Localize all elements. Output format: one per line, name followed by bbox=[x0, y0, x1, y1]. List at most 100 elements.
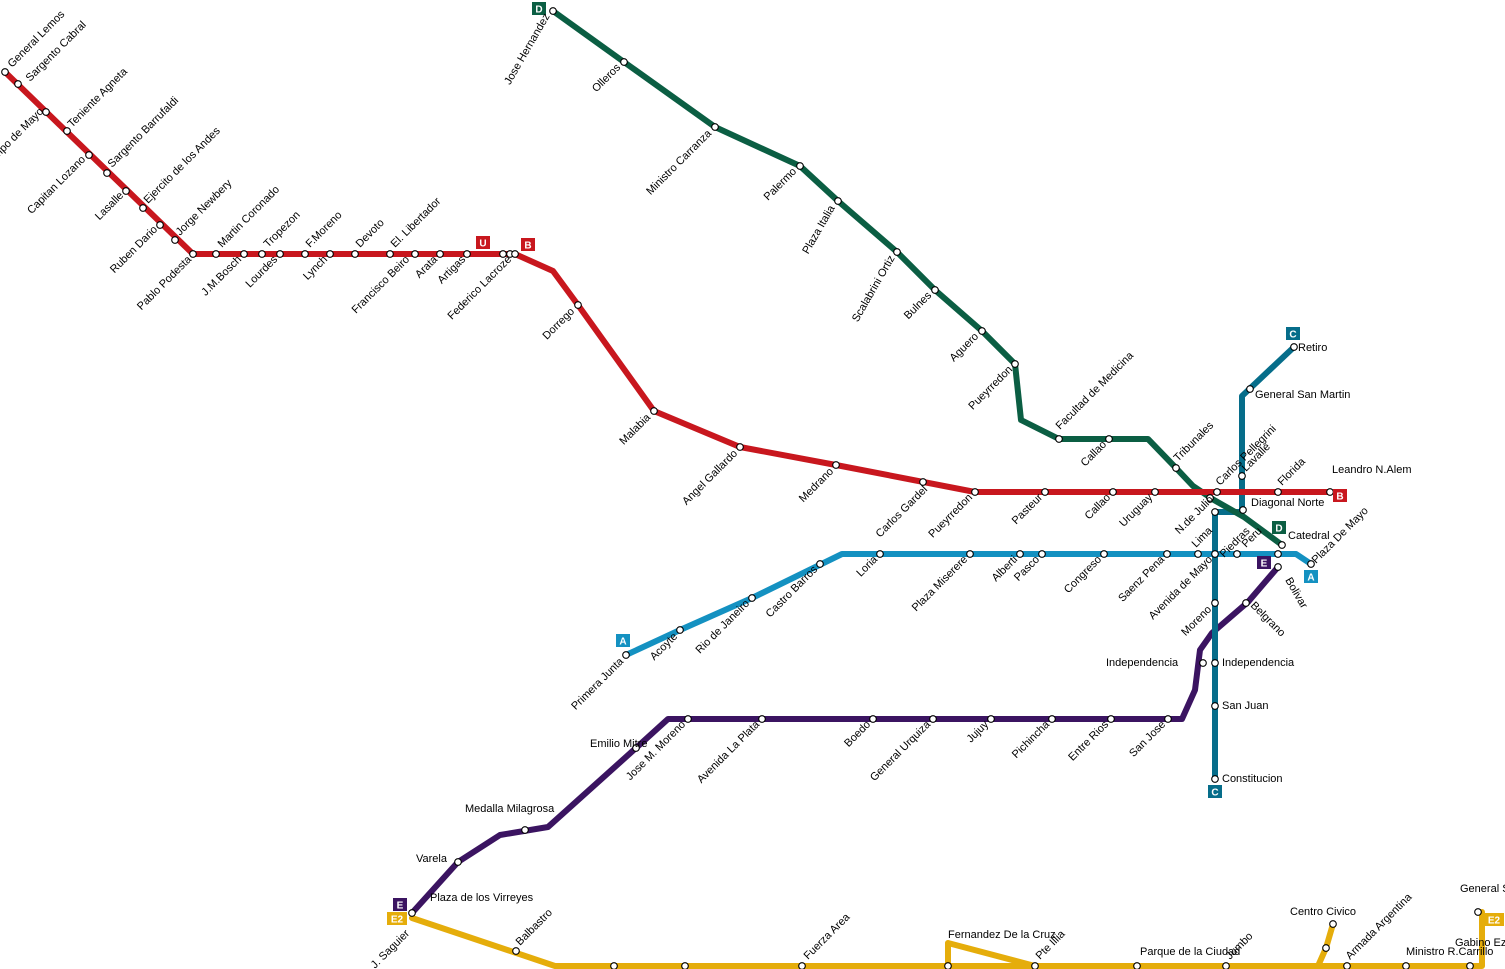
station-dot[interactable] bbox=[931, 286, 939, 294]
station-dot[interactable] bbox=[276, 250, 284, 258]
station-dot[interactable] bbox=[929, 715, 937, 723]
station-dot[interactable] bbox=[966, 550, 974, 558]
station-dot[interactable] bbox=[436, 250, 444, 258]
station-dot[interactable] bbox=[869, 715, 877, 723]
station-dot[interactable] bbox=[103, 169, 111, 177]
station-dot[interactable] bbox=[511, 250, 519, 258]
station-dot[interactable] bbox=[978, 327, 986, 335]
station-dot[interactable] bbox=[650, 407, 658, 415]
station-dot[interactable] bbox=[622, 651, 630, 659]
station-dot[interactable] bbox=[681, 962, 689, 969]
station-dot[interactable] bbox=[1109, 488, 1117, 496]
station-dot[interactable] bbox=[1199, 659, 1207, 667]
station-dot[interactable] bbox=[1211, 702, 1219, 710]
station-dot[interactable] bbox=[1213, 488, 1221, 496]
station-dot[interactable] bbox=[1211, 599, 1219, 607]
station-dot[interactable] bbox=[1211, 508, 1219, 516]
station-dot[interactable] bbox=[1055, 435, 1063, 443]
station-dot[interactable] bbox=[944, 962, 952, 969]
station-dot[interactable] bbox=[971, 488, 979, 496]
station-dot[interactable] bbox=[798, 962, 806, 969]
station-dot[interactable] bbox=[301, 250, 309, 258]
station-dot[interactable] bbox=[632, 744, 640, 752]
station-dot[interactable] bbox=[1222, 962, 1230, 969]
station-dot[interactable] bbox=[1194, 550, 1202, 558]
station-dot[interactable] bbox=[1246, 385, 1254, 393]
station-dot[interactable] bbox=[463, 250, 471, 258]
station-dot[interactable] bbox=[408, 909, 416, 917]
station-dot[interactable] bbox=[42, 108, 50, 116]
station-dot[interactable] bbox=[1474, 908, 1482, 916]
station-dot[interactable] bbox=[1326, 488, 1334, 496]
station-dot[interactable] bbox=[351, 250, 359, 258]
station-dot[interactable] bbox=[610, 962, 618, 969]
station-dot[interactable] bbox=[1307, 560, 1315, 568]
station-dot[interactable] bbox=[919, 478, 927, 486]
station-dot[interactable] bbox=[1239, 506, 1247, 514]
station-dot[interactable] bbox=[1206, 494, 1214, 502]
station-dot[interactable] bbox=[1402, 962, 1410, 969]
station-dot[interactable] bbox=[834, 197, 842, 205]
station-dot[interactable] bbox=[63, 127, 71, 135]
station-dot[interactable] bbox=[1011, 360, 1019, 368]
station-dot[interactable] bbox=[189, 250, 197, 258]
station-dot[interactable] bbox=[549, 7, 557, 15]
station-dot[interactable] bbox=[1211, 659, 1219, 667]
station-dot[interactable] bbox=[386, 250, 394, 258]
station-dot[interactable] bbox=[711, 123, 719, 131]
station-dot[interactable] bbox=[1274, 550, 1282, 558]
station-dot[interactable] bbox=[1, 68, 9, 76]
station-dot[interactable] bbox=[1211, 550, 1219, 558]
station-dot[interactable] bbox=[14, 80, 22, 88]
station-dot[interactable] bbox=[1041, 488, 1049, 496]
station-dot[interactable] bbox=[758, 715, 766, 723]
station-dot[interactable] bbox=[1278, 541, 1286, 549]
station-dot[interactable] bbox=[832, 461, 840, 469]
station-dot[interactable] bbox=[1163, 550, 1171, 558]
station-dot[interactable] bbox=[1211, 775, 1219, 783]
station-dot[interactable] bbox=[1343, 962, 1351, 969]
station-dot[interactable] bbox=[212, 250, 220, 258]
station-dot[interactable] bbox=[258, 250, 266, 258]
station-dot[interactable] bbox=[1151, 488, 1159, 496]
station-dot[interactable] bbox=[1274, 563, 1282, 571]
station-dot[interactable] bbox=[326, 250, 334, 258]
station-dot[interactable] bbox=[748, 594, 756, 602]
station-dot[interactable] bbox=[1031, 962, 1039, 969]
station-dot[interactable] bbox=[512, 947, 520, 955]
station-dot[interactable] bbox=[736, 443, 744, 451]
station-dot[interactable] bbox=[1274, 488, 1282, 496]
station-dot[interactable] bbox=[620, 58, 628, 66]
station-dot[interactable] bbox=[876, 550, 884, 558]
station-dot[interactable] bbox=[893, 248, 901, 256]
station-dot[interactable] bbox=[1100, 550, 1108, 558]
station-dot[interactable] bbox=[85, 151, 93, 159]
station-dot[interactable] bbox=[1133, 962, 1141, 969]
station-dot[interactable] bbox=[1322, 944, 1330, 952]
station-dot[interactable] bbox=[139, 204, 147, 212]
station-dot[interactable] bbox=[171, 236, 179, 244]
station-dot[interactable] bbox=[676, 626, 684, 634]
station-dot[interactable] bbox=[411, 250, 419, 258]
station-dot[interactable] bbox=[816, 560, 824, 568]
station-dot[interactable] bbox=[1164, 715, 1172, 723]
station-dot[interactable] bbox=[574, 301, 582, 309]
station-dot[interactable] bbox=[122, 187, 130, 195]
station-dot[interactable] bbox=[684, 715, 692, 723]
station-dot[interactable] bbox=[1290, 343, 1298, 351]
station-dot[interactable] bbox=[521, 826, 529, 834]
station-dot[interactable] bbox=[1466, 962, 1474, 969]
station-dot[interactable] bbox=[1242, 599, 1250, 607]
station-dot[interactable] bbox=[1233, 550, 1241, 558]
station-dot[interactable] bbox=[240, 250, 248, 258]
station-dot[interactable] bbox=[1329, 920, 1337, 928]
station-dot[interactable] bbox=[1238, 472, 1246, 480]
station-dot[interactable] bbox=[1016, 550, 1024, 558]
station-dot[interactable] bbox=[796, 162, 804, 170]
station-dot[interactable] bbox=[1107, 715, 1115, 723]
station-dot[interactable] bbox=[1048, 715, 1056, 723]
station-dot[interactable] bbox=[1105, 435, 1113, 443]
station-dot[interactable] bbox=[454, 858, 462, 866]
station-dot[interactable] bbox=[1172, 464, 1180, 472]
station-dot[interactable] bbox=[1038, 550, 1046, 558]
